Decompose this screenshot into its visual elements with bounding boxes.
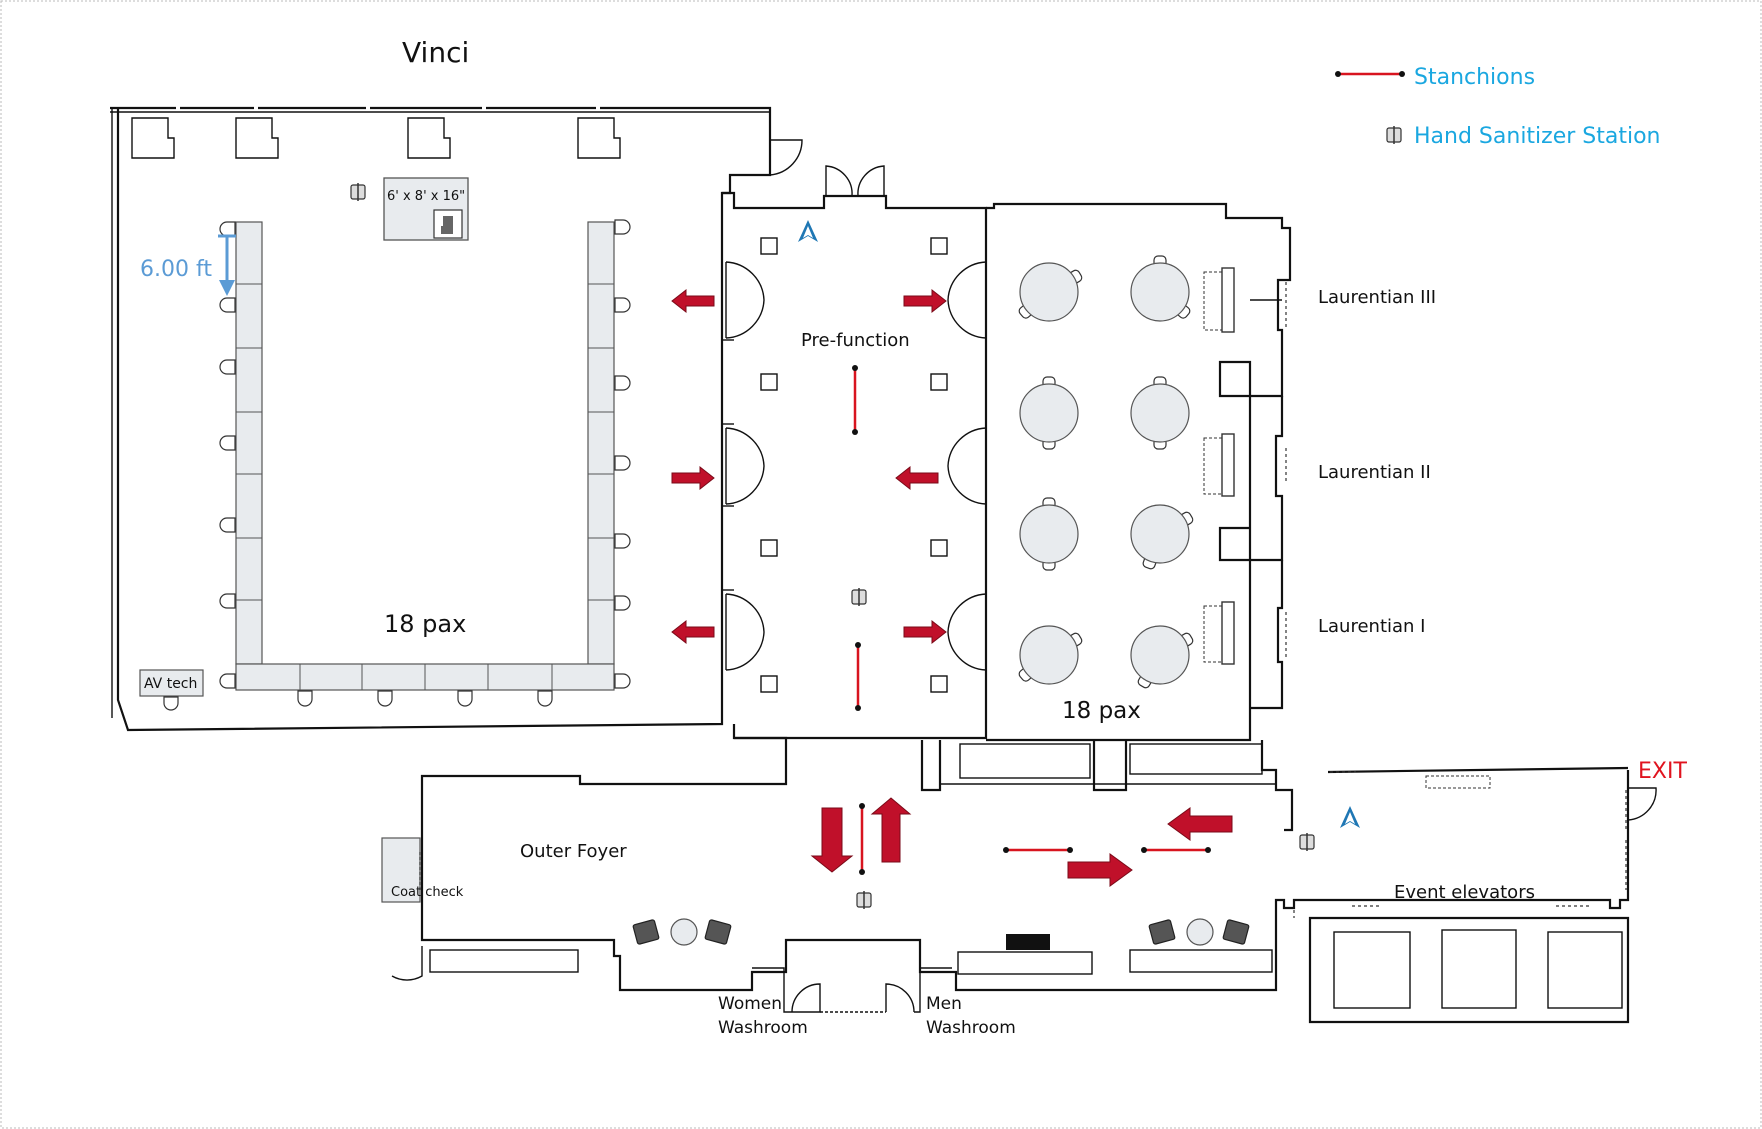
hand-sanitizer-icon: [1299, 833, 1315, 851]
north-marker-icon: [1340, 806, 1360, 828]
event-elevators: [1308, 916, 1630, 1024]
flow-arrow-icon: [810, 797, 1233, 887]
stanchions: [859, 803, 1211, 875]
laurentian-2-label: Laurentian II: [1318, 462, 1431, 483]
legend-sanitizer-label: Hand Sanitizer Station: [1414, 124, 1661, 149]
laurentian-capacity: 18 pax: [1062, 698, 1141, 724]
chairs: [219, 219, 631, 707]
men-washroom-label-2: Washroom: [926, 1018, 1016, 1038]
vinci-room: Vinci 6' x 8' x 16": [110, 36, 803, 732]
av-tech-label: AV tech: [144, 676, 197, 692]
armchair-icon: [632, 919, 660, 945]
armchair-icon: [1148, 919, 1176, 945]
laurentian-rooms: Laurentian III Laurentian II Laurentian …: [986, 202, 1436, 742]
armchair-icon: [1222, 919, 1250, 945]
laurentian-1-label: Laurentian I: [1318, 616, 1425, 637]
prefunction-label: Pre-function: [801, 330, 910, 351]
stage-dimensions: 6' x 8' x 16": [387, 189, 465, 204]
info-sign: [1006, 934, 1050, 950]
north-marker-icon: [798, 220, 818, 242]
round-tables: [1018, 255, 1194, 689]
coat-check-counter: [381, 837, 421, 903]
vinci-title: Vinci: [402, 36, 469, 69]
vinci-capacity: 18 pax: [384, 610, 466, 638]
men-washroom-label-1: Men: [926, 994, 962, 1014]
women-washroom-label-2: Washroom: [718, 1018, 808, 1038]
lounge-seating: [632, 918, 1250, 946]
outer-foyer-label: Outer Foyer: [520, 841, 627, 862]
av-tech-desk: [139, 669, 204, 697]
prefunction-area: Pre-function: [671, 165, 988, 740]
outer-foyer: EXIT Coat check Outer Foyer: [381, 736, 1687, 1038]
wall-columns: [131, 117, 621, 159]
event-elevators-label: Event elevators: [1394, 882, 1535, 903]
armchair-icon: [704, 919, 732, 945]
hand-sanitizer-icon: [851, 588, 867, 606]
hand-sanitizer-icon: [350, 183, 366, 201]
podium-icon: [433, 209, 463, 239]
spacing-label: 6.00 ft: [140, 257, 212, 282]
legend-stanchions-label: Stanchions: [1414, 65, 1535, 90]
women-washroom-label-1: Women: [718, 994, 782, 1014]
spacing-marker: 6.00 ft: [140, 234, 236, 296]
hand-sanitizer-icon: [1386, 126, 1402, 144]
u-shape-tables: [235, 221, 615, 691]
stanchions: [852, 365, 861, 711]
legend: Stanchions Hand Sanitizer Station: [1335, 65, 1661, 149]
coat-check-label: Coat check: [391, 885, 464, 900]
exit-label: EXIT: [1638, 759, 1687, 784]
hand-sanitizer-icon: [856, 891, 872, 909]
flow-arrow-icon: [671, 288, 947, 645]
laurentian-3-label: Laurentian III: [1318, 287, 1436, 308]
